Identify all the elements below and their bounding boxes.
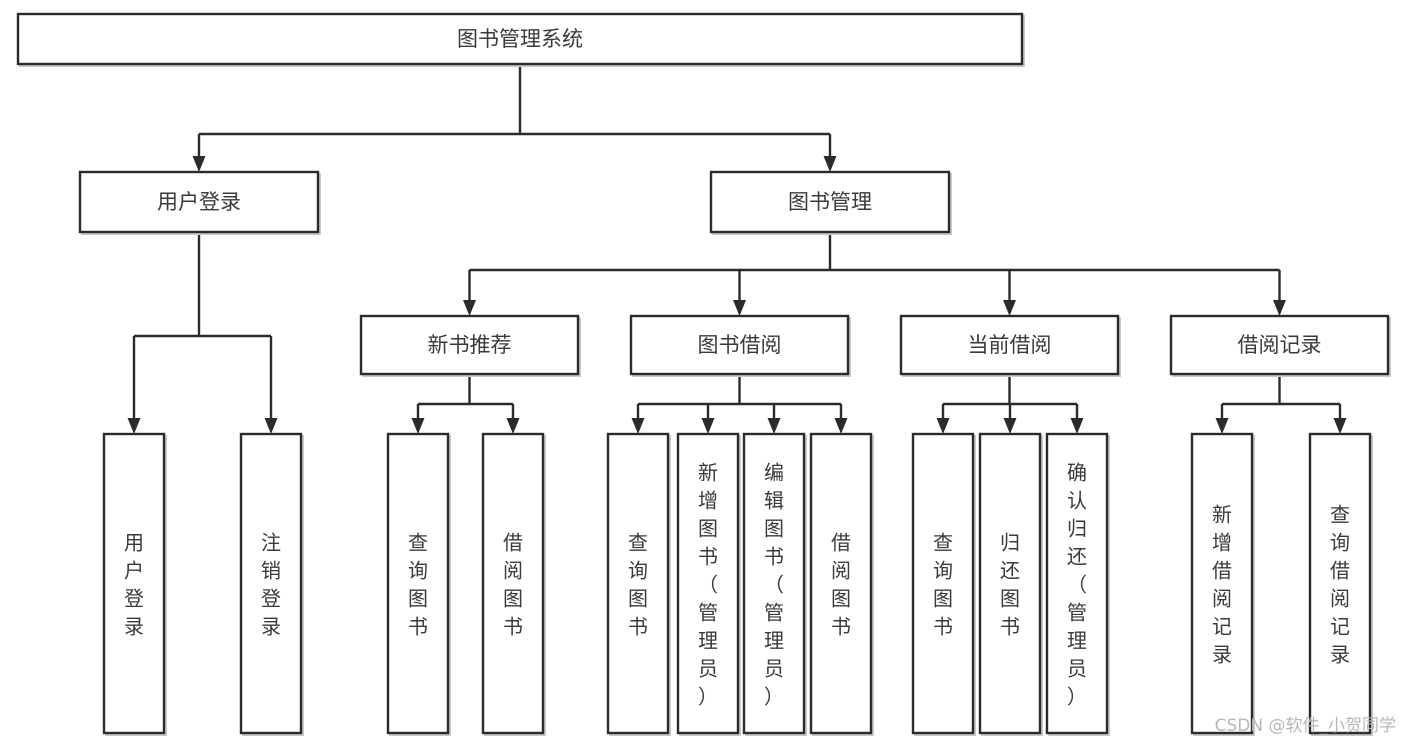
node-label-leaf-borrow-book-1: 借阅图书 <box>503 530 523 638</box>
node-leaf-borrow-book-2[interactable]: 借阅图书 <box>809 432 874 736</box>
node-box-leaf-edit-book[interactable] <box>742 432 806 735</box>
node-box-leaf-user-login[interactable] <box>102 432 166 735</box>
node-user-login[interactable]: 用户登录 <box>78 170 321 235</box>
node-box-leaf-borrow-book-1[interactable] <box>481 432 545 735</box>
node-leaf-confirm-return[interactable]: 确认归还（管理员） <box>1045 432 1110 736</box>
node-box-book-management[interactable] <box>709 170 951 234</box>
node-label-book-borrow: 图书借阅 <box>698 333 782 357</box>
node-label-current-borrow: 当前借阅 <box>968 333 1052 357</box>
node-box-leaf-add-borrow-record[interactable] <box>1190 432 1254 735</box>
node-leaf-query-book-3[interactable]: 查询图书 <box>911 432 976 736</box>
node-book-management[interactable]: 图书管理 <box>709 170 952 235</box>
node-label-root: 图书管理系统 <box>457 27 583 51</box>
node-box-leaf-query-book-1[interactable] <box>386 432 450 735</box>
node-box-new-book-recommend[interactable] <box>359 314 580 376</box>
node-box-borrow-record[interactable] <box>1169 314 1390 376</box>
node-box-leaf-borrow-book-2[interactable] <box>809 432 873 735</box>
node-box-user-login[interactable] <box>78 170 320 234</box>
arrow-head-leaf-user-login <box>127 418 141 434</box>
node-leaf-user-login[interactable]: 用户登录 <box>102 432 167 736</box>
node-label-new-book-recommend: 新书推荐 <box>428 333 512 357</box>
node-box-leaf-query-borrow-record[interactable] <box>1308 432 1372 735</box>
node-label-leaf-user-login: 用户登录 <box>124 530 144 638</box>
node-leaf-edit-book[interactable]: 编辑图书（管理员） <box>742 432 807 736</box>
node-leaf-query-book-1[interactable]: 查询图书 <box>386 432 451 736</box>
node-label-leaf-query-borrow-record: 查询借阅记录 <box>1330 502 1350 666</box>
node-leaf-borrow-book-1[interactable]: 借阅图书 <box>481 432 546 736</box>
node-book-borrow[interactable]: 图书借阅 <box>629 314 851 377</box>
arrow-head-leaf-borrow-book-2 <box>834 418 848 434</box>
node-leaf-query-book-2[interactable]: 查询图书 <box>606 432 671 736</box>
node-label-leaf-query-book-1: 查询图书 <box>408 530 428 638</box>
arrow-head-book-management <box>823 156 837 172</box>
arrow-head-leaf-query-book-3 <box>936 418 950 434</box>
node-leaf-return-book[interactable]: 归还图书 <box>978 432 1043 736</box>
node-box-book-borrow[interactable] <box>629 314 850 376</box>
node-label-leaf-query-book-3: 查询图书 <box>933 530 953 638</box>
arrow-head-user-login <box>192 156 206 172</box>
arrow-head-new-book-recommend <box>463 300 476 316</box>
node-box-leaf-query-book-3[interactable] <box>911 432 975 735</box>
arrow-head-leaf-return-book <box>1003 418 1017 434</box>
node-new-book-recommend[interactable]: 新书推荐 <box>359 314 581 377</box>
arrow-head-leaf-query-book-1 <box>411 418 425 434</box>
node-current-borrow[interactable]: 当前借阅 <box>899 314 1121 377</box>
node-borrow-record[interactable]: 借阅记录 <box>1169 314 1391 377</box>
node-box-leaf-return-book[interactable] <box>978 432 1042 735</box>
node-label-leaf-confirm-return: 确认归还（管理员） <box>1067 460 1087 708</box>
connector-layer <box>127 64 1347 434</box>
node-leaf-add-book[interactable]: 新增图书（管理员） <box>676 432 741 736</box>
arrow-head-leaf-confirm-return <box>1070 418 1084 434</box>
node-label-borrow-record: 借阅记录 <box>1238 333 1322 357</box>
node-label-leaf-return-book: 归还图书 <box>1000 530 1020 638</box>
node-box-leaf-confirm-return[interactable] <box>1045 432 1109 735</box>
node-label-user-login: 用户登录 <box>157 190 241 214</box>
arrow-head-leaf-edit-book <box>767 418 781 434</box>
arrow-head-leaf-user-logout <box>264 418 278 434</box>
node-label-leaf-edit-book: 编辑图书（管理员） <box>764 460 784 708</box>
node-leaf-user-logout[interactable]: 注销登录 <box>239 432 304 736</box>
node-label-book-management: 图书管理 <box>788 190 872 214</box>
node-root[interactable]: 图书管理系统 <box>16 12 1025 67</box>
node-box-root[interactable] <box>16 12 1024 66</box>
arrow-head-leaf-query-book-2 <box>631 418 645 434</box>
node-label-leaf-borrow-book-2: 借阅图书 <box>831 530 851 638</box>
arrow-head-current-borrow <box>1003 300 1016 316</box>
node-layer: 图书管理系统用户登录用户登录注销登录图书管理新书推荐查询图书借阅图书图书借阅查询… <box>16 12 1391 736</box>
node-label-leaf-user-logout: 注销登录 <box>261 530 281 638</box>
csdn-watermark: CSDN @软件_小贺同学 <box>1215 716 1396 736</box>
node-box-current-borrow[interactable] <box>899 314 1120 376</box>
arrow-head-leaf-add-borrow-record <box>1215 418 1229 434</box>
node-label-leaf-query-book-2: 查询图书 <box>628 530 648 638</box>
node-box-leaf-query-book-2[interactable] <box>606 432 670 735</box>
node-box-leaf-user-logout[interactable] <box>239 432 303 735</box>
node-leaf-add-borrow-record[interactable]: 新增借阅记录 <box>1190 432 1255 736</box>
node-box-leaf-add-book[interactable] <box>676 432 740 735</box>
node-label-leaf-add-borrow-record: 新增借阅记录 <box>1212 502 1232 666</box>
node-leaf-query-borrow-record[interactable]: 查询借阅记录 <box>1308 432 1373 736</box>
arrow-head-leaf-borrow-book-1 <box>506 418 520 434</box>
arrow-head-leaf-add-book <box>701 418 715 434</box>
arrow-head-leaf-query-borrow-record <box>1333 418 1347 434</box>
arrow-head-borrow-record <box>1273 300 1286 316</box>
arrow-head-book-borrow <box>733 300 746 316</box>
node-label-leaf-add-book: 新增图书（管理员） <box>698 460 718 708</box>
